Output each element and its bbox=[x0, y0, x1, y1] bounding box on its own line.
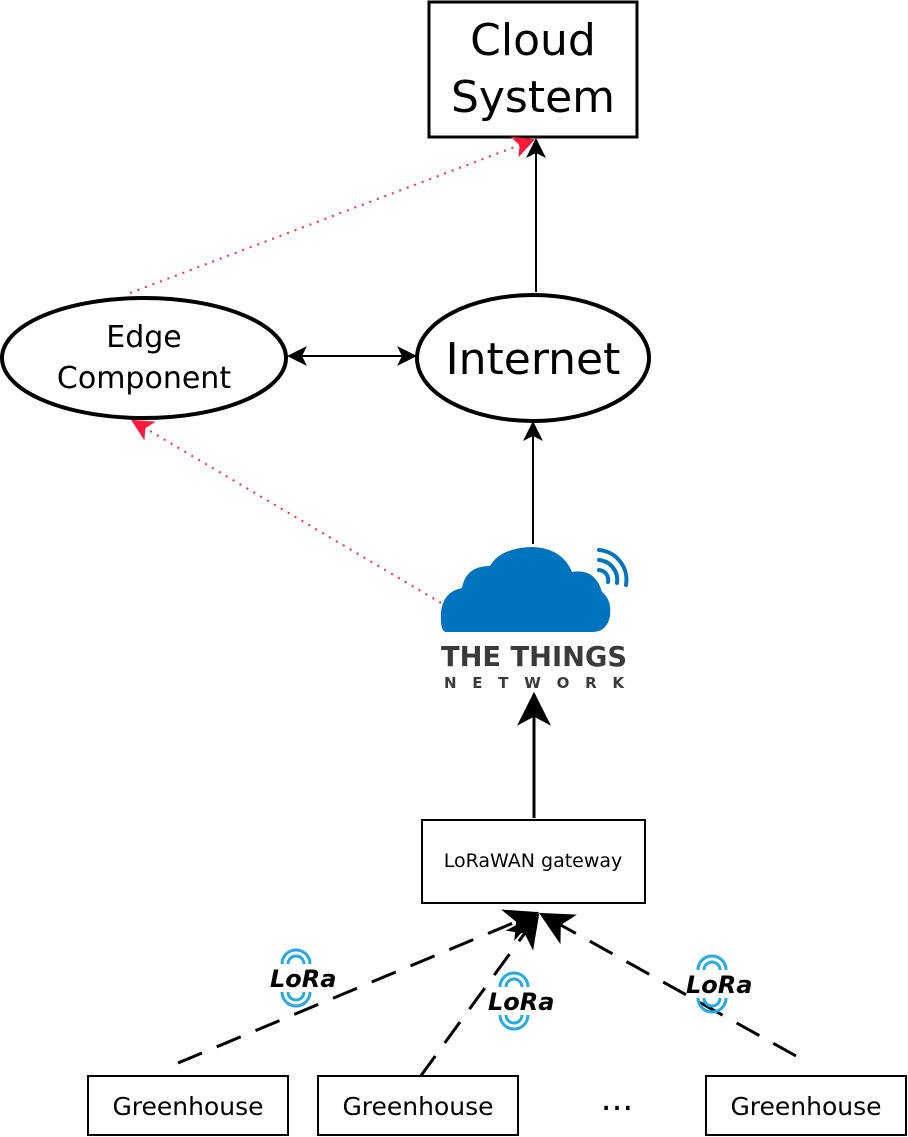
lora-signal-icon bbox=[696, 954, 728, 1014]
edge-component-label-line2: Component bbox=[57, 361, 231, 396]
lorawan-gateway-label: LoRaWAN gateway bbox=[444, 850, 623, 872]
ttn-title: THE THINGS bbox=[441, 640, 627, 673]
edge-component-node: Edge Component bbox=[0, 296, 288, 420]
ttn-subtitle: N E T W O R K bbox=[444, 674, 625, 692]
lorawan-gateway-node: LoRaWAN gateway bbox=[421, 819, 646, 904]
lora-badge-2: LoRa bbox=[488, 971, 559, 1031]
greenhouse-label-2: Greenhouse bbox=[342, 1092, 493, 1121]
cloud-system-node: Cloud System bbox=[427, 0, 639, 139]
lora-badge-1-label: LoRa bbox=[270, 965, 336, 993]
greenhouse-node-2: Greenhouse bbox=[317, 1075, 519, 1136]
lora-badge-3-label: LoRa bbox=[686, 971, 752, 999]
cloud-wifi-icon bbox=[440, 547, 629, 632]
greenhouse-node-1: Greenhouse bbox=[87, 1075, 289, 1136]
internet-label: Internet bbox=[446, 334, 621, 385]
lora-badge-2-label: LoRa bbox=[488, 988, 554, 1016]
lora-badge-1: LoRa bbox=[270, 948, 341, 1008]
greenhouse-label-1: Greenhouse bbox=[112, 1092, 263, 1121]
cloud-system-label-line1: Cloud bbox=[470, 15, 596, 66]
internet-node: Internet bbox=[415, 293, 651, 423]
ttn-to-edge-dotted-arrow bbox=[131, 419, 442, 604]
greenhouse2-to-gateway-dashed-arrow bbox=[418, 913, 540, 1078]
edge-to-cloud-dotted-arrow bbox=[129, 136, 536, 294]
lora-badge-3: LoRa bbox=[686, 954, 757, 1014]
greenhouse-label-3: Greenhouse bbox=[730, 1092, 881, 1121]
more-greenhouses-ellipsis: ... bbox=[601, 1079, 633, 1119]
ttn-logo: THE THINGS N E T W O R K bbox=[440, 547, 629, 692]
edge-component-label-line1: Edge bbox=[106, 320, 182, 355]
greenhouse1-to-gateway-dashed-arrow bbox=[177, 909, 540, 1065]
greenhouse-node-3: Greenhouse bbox=[705, 1075, 907, 1136]
lora-signal-icon bbox=[280, 948, 312, 1008]
lora-signal-icon bbox=[498, 971, 530, 1031]
cloud-system-label-line2: System bbox=[451, 72, 615, 123]
greenhouse3-to-gateway-dashed-arrow bbox=[539, 912, 797, 1058]
